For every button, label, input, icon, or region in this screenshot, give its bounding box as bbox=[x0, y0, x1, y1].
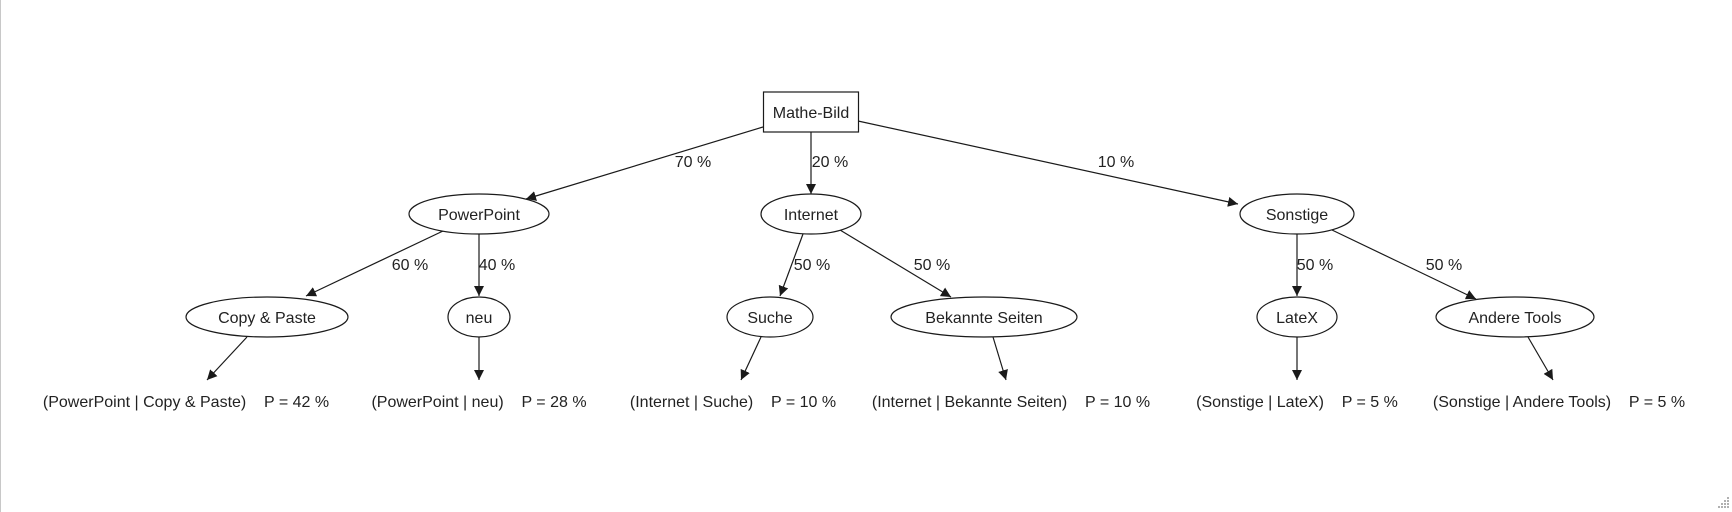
node-r_suche: (Internet | Suche) P = 10 % bbox=[630, 394, 836, 411]
edge-probability-label: 50 % bbox=[1297, 257, 1333, 274]
node-ellipse bbox=[726, 296, 814, 338]
edge-root-to-sonst: 10 % bbox=[857, 120, 1239, 207]
edge-arrow bbox=[1331, 229, 1477, 300]
edge-bek-to-r_bek bbox=[992, 336, 1008, 381]
result-label: (Internet | Suche) P = 10 % bbox=[630, 394, 836, 411]
edge-probability-label: 70 % bbox=[675, 154, 711, 171]
node-label: neu bbox=[466, 310, 493, 327]
node-ellipse bbox=[185, 296, 349, 338]
edge-arrow bbox=[206, 336, 248, 381]
node-label: Bekannte Seiten bbox=[925, 310, 1042, 327]
canvas-left-border bbox=[0, 0, 1, 512]
node-pp: PowerPoint bbox=[408, 193, 550, 235]
node-r_neu: (PowerPoint | neu) P = 28 % bbox=[371, 394, 586, 411]
edge-pp-to-neu: 40 % bbox=[474, 234, 515, 296]
edge-pp-to-cp: 60 % bbox=[305, 230, 444, 297]
resize-grip-icon[interactable] bbox=[1714, 494, 1730, 510]
edge-arrow bbox=[839, 229, 952, 298]
result-label: (Sonstige | Andere Tools) P = 5 % bbox=[1433, 394, 1685, 411]
node-label: LateX bbox=[1276, 310, 1318, 327]
node-latex: LateX bbox=[1256, 296, 1338, 338]
node-label: Internet bbox=[784, 207, 839, 224]
edge-arrow bbox=[857, 120, 1239, 207]
edge-probability-label: 50 % bbox=[1426, 257, 1462, 274]
result-label: (Internet | Bekannte Seiten) P = 10 % bbox=[872, 394, 1150, 411]
node-r_andere: (Sonstige | Andere Tools) P = 5 % bbox=[1433, 394, 1685, 411]
node-cp: Copy & Paste bbox=[185, 296, 349, 338]
node-andere: Andere Tools bbox=[1435, 296, 1595, 338]
node-ellipse bbox=[1435, 296, 1595, 338]
node-label: Suche bbox=[747, 310, 792, 327]
node-box bbox=[762, 91, 860, 133]
node-ellipse bbox=[1256, 296, 1338, 338]
edge-probability-label: 50 % bbox=[914, 257, 950, 274]
node-bek: Bekannte Seiten bbox=[890, 296, 1078, 338]
result-label: (Sonstige | LateX) P = 5 % bbox=[1196, 394, 1398, 411]
edge-sonst-to-latex: 50 % bbox=[1292, 234, 1333, 296]
node-r_latex: (Sonstige | LateX) P = 5 % bbox=[1196, 394, 1398, 411]
edge-arrow bbox=[740, 336, 762, 381]
edge-arrow bbox=[1527, 336, 1554, 381]
node-ellipse bbox=[408, 193, 550, 235]
edge-root-to-inet: 20 % bbox=[806, 132, 848, 194]
edge-probability-label: 20 % bbox=[812, 154, 848, 171]
node-ellipse bbox=[1239, 193, 1355, 235]
edge-inet-to-bek: 50 % bbox=[839, 229, 952, 298]
edge-sonst-to-andere: 50 % bbox=[1331, 229, 1477, 300]
edge-probability-label: 50 % bbox=[794, 257, 830, 274]
edge-inet-to-suche: 50 % bbox=[778, 233, 830, 297]
edge-arrow bbox=[778, 233, 804, 297]
node-inet: Internet bbox=[760, 193, 862, 235]
node-root: Mathe-Bild bbox=[762, 91, 860, 133]
edge-cp-to-r_cp bbox=[206, 336, 248, 381]
node-ellipse bbox=[447, 296, 511, 338]
edges-layer: 70 % 20 % 10 % 60 % 40 % 50 % 50 % 50 % 50 % bbox=[206, 120, 1554, 381]
node-label: Mathe-Bild bbox=[773, 105, 849, 122]
node-label: Andere Tools bbox=[1468, 310, 1561, 327]
node-r_cp: (PowerPoint | Copy & Paste) P = 42 % bbox=[43, 394, 329, 411]
result-label: (PowerPoint | neu) P = 28 % bbox=[371, 394, 586, 411]
edge-probability-label: 40 % bbox=[479, 257, 515, 274]
edge-arrow bbox=[992, 336, 1008, 381]
node-label: PowerPoint bbox=[438, 207, 520, 224]
edge-probability-label: 60 % bbox=[392, 257, 428, 274]
node-label: Copy & Paste bbox=[218, 310, 316, 327]
node-neu: neu bbox=[447, 296, 511, 338]
node-r_bek: (Internet | Bekannte Seiten) P = 10 % bbox=[872, 394, 1150, 411]
edge-arrow bbox=[525, 126, 764, 201]
node-ellipse bbox=[890, 296, 1078, 338]
edge-arrow bbox=[305, 230, 444, 297]
edge-andere-to-r_andere bbox=[1527, 336, 1554, 381]
node-label: Sonstige bbox=[1266, 207, 1328, 224]
edge-root-to-pp: 70 % bbox=[525, 126, 764, 201]
edge-probability-label: 10 % bbox=[1098, 154, 1134, 171]
result-label: (PowerPoint | Copy & Paste) P = 42 % bbox=[43, 394, 329, 411]
edge-suche-to-r_suche bbox=[740, 336, 762, 381]
node-ellipse bbox=[760, 193, 862, 235]
node-sonst: Sonstige bbox=[1239, 193, 1355, 235]
node-suche: Suche bbox=[726, 296, 814, 338]
